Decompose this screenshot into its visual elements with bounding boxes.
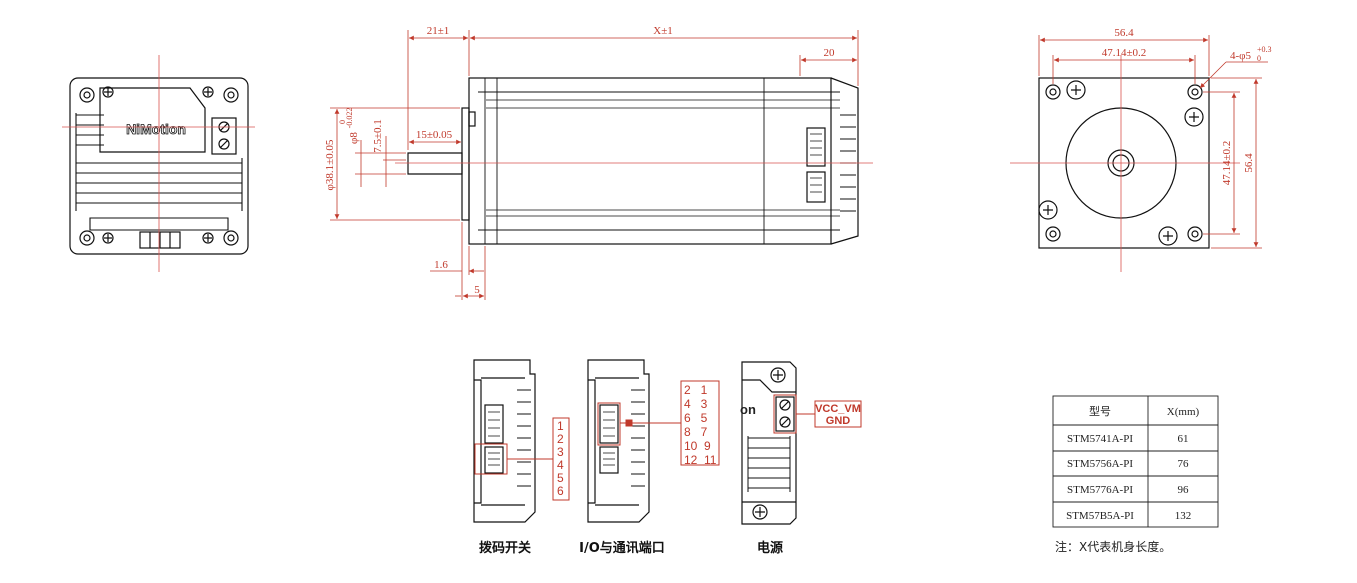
table-cell-x: 61 (1178, 433, 1189, 445)
table-row: STM5776A-PI 96 (1067, 484, 1189, 496)
dip-pin: 6 (557, 484, 564, 498)
power-fins (747, 436, 791, 492)
side-view (407, 77, 859, 245)
dim-end-hole-spacing-v: 47.14±0.2 (1221, 141, 1233, 186)
io-pin-row: 6 5 (684, 411, 708, 425)
dip-pin: 5 (557, 471, 564, 485)
dip-fins (517, 389, 531, 487)
front-mount-hole-bl (79, 230, 95, 246)
side-rear-cover (830, 77, 859, 245)
dip-pin: 4 (557, 458, 564, 472)
dim-flat-depth: 7.5±0.1 (372, 119, 384, 153)
front-mount-hole-tr (223, 87, 239, 103)
caption-power: 电源 (757, 540, 783, 556)
power-label-gnd: GND (826, 415, 851, 427)
dim-end-holes-tol-upper: +0.3 (1257, 45, 1272, 54)
dim-front-offset: 21±1 (427, 25, 450, 37)
dim-end-holes-tol-lower: 0 (1257, 54, 1261, 63)
end-screw-1 (1066, 80, 1086, 100)
end-screw-3 (1038, 200, 1058, 220)
end-screw-2 (1184, 107, 1204, 127)
table-cell-model: STM5756A-PI (1067, 458, 1133, 470)
table-cell-x: 76 (1178, 458, 1190, 470)
table-row: STM5756A-PI 76 (1067, 458, 1189, 470)
io-callout (597, 380, 720, 466)
table-cell-model: STM57B5A-PI (1066, 510, 1134, 522)
end-dimension-lines (1038, 35, 1268, 249)
io-pin-row: 4 3 (684, 397, 708, 411)
dim-shaft-tol-lower: -0.022 (345, 108, 354, 129)
end-mount-hole-br (1187, 226, 1203, 242)
side-motor-body (468, 77, 832, 245)
dim-end-hole-spacing-h: 47.14±0.2 (1102, 47, 1147, 59)
dim-end-height: 56.4 (1243, 153, 1255, 173)
dim-shaft-tol-upper: 0 (338, 120, 347, 124)
caption-io-port: I/O与通讯端口 (579, 540, 665, 556)
side-shaft (407, 152, 463, 175)
front-centerlines (62, 55, 255, 272)
end-mount-hole-tr (1187, 84, 1203, 100)
table-header-x: X(mm) (1167, 406, 1200, 418)
io-pin-row: 12 11 (684, 453, 717, 467)
power-bottom-screw (752, 504, 768, 520)
dim-rear-section: 20 (824, 47, 836, 59)
caption-dip-switch: 拨码开关 (479, 540, 531, 556)
side-flange (461, 107, 470, 221)
front-mount-hole-tl (79, 87, 95, 103)
side-dimension-lines (330, 30, 859, 300)
table-row: STM5741A-PI 61 (1067, 433, 1189, 445)
end-screw-4 (1158, 226, 1178, 246)
end-centerlines (1010, 55, 1240, 272)
table-row: STM57B5A-PI 132 (1066, 510, 1191, 522)
front-screw-bottom-right (202, 232, 214, 244)
power-logo-fragment: on (740, 402, 756, 417)
dim-flat-length: 15±0.05 (416, 129, 453, 141)
dim-flange-depth: 5 (474, 284, 480, 296)
model-table (1052, 395, 1219, 528)
io-fins (631, 389, 645, 487)
dim-end-holes: 4-φ5 (1230, 50, 1252, 62)
side-io-connector (806, 127, 826, 167)
dip-pin: 1 (557, 419, 564, 433)
dip-pin-labels: 1 2 3 4 5 6 (557, 419, 564, 498)
detail-power (741, 361, 797, 525)
io-pin-row: 10 9 (684, 439, 711, 453)
detail-io-port (587, 359, 650, 523)
front-bottom-connector (139, 231, 181, 249)
front-label-plate (99, 87, 206, 153)
dim-flange-dia: φ38.1±0.05 (324, 139, 336, 190)
power-top-screw (770, 367, 786, 383)
power-callout (773, 394, 862, 434)
table-cell-model: STM5741A-PI (1067, 433, 1133, 445)
dim-body-length: X±1 (653, 25, 672, 37)
power-label-vcc: VCC_VM (815, 403, 861, 415)
detail-dip-switch (473, 359, 536, 523)
io-pin-labels: 2 1 4 3 6 5 8 7 10 9 12 11 (684, 383, 717, 467)
dip-callout (474, 417, 570, 501)
table-cell-x: 96 (1178, 484, 1190, 496)
dim-shaft-dia: φ8 (348, 132, 360, 144)
front-screw-top-left (102, 86, 114, 98)
io-pin-row: 8 7 (684, 425, 708, 439)
dim-end-width: 56.4 (1114, 27, 1134, 39)
front-logo: NiMotion (126, 121, 186, 137)
side-dip-connector (806, 171, 826, 203)
io-pin-row: 2 1 (684, 383, 708, 397)
table-header-model: 型号 (1089, 404, 1111, 418)
end-mount-hole-bl (1045, 226, 1061, 242)
front-terminal-block (211, 117, 237, 155)
table-note: 注：X代表机身长度。 (1055, 539, 1171, 554)
front-mount-hole-br (223, 230, 239, 246)
end-mount-hole-tl (1045, 84, 1061, 100)
dip-pin: 2 (557, 432, 564, 446)
dip-pin: 3 (557, 445, 564, 459)
front-screw-top-right (202, 86, 214, 98)
front-screw-bottom-left (102, 232, 114, 244)
dim-flange-thick: 1.6 (434, 259, 448, 271)
table-cell-model: STM5776A-PI (1067, 484, 1133, 496)
table-cell-x: 132 (1175, 510, 1192, 522)
